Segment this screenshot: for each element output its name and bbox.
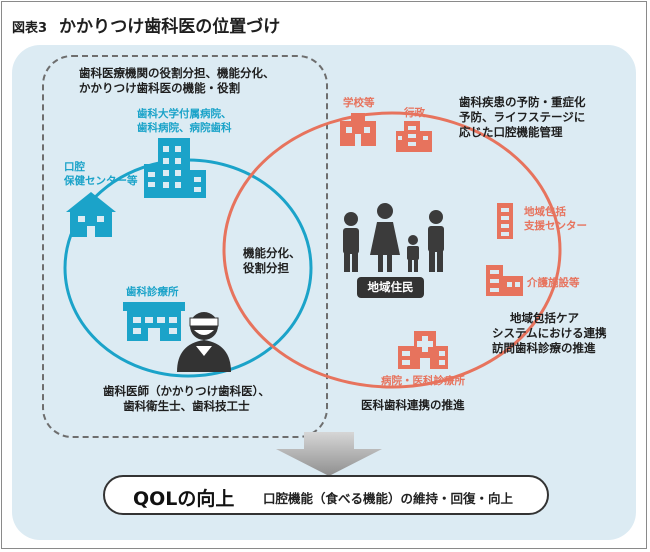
university-hospital-icon [144,138,206,198]
overlap-label-line2: 役割分担 [243,261,289,275]
university-hospital-label-line1: 歯科大学付属病院、 [137,108,232,120]
care-system-label-line2: システムにおける連携 [492,326,607,340]
overlap-label-line1: 機能分化、 [243,246,301,260]
residents-family-icon [343,203,444,272]
residents-label-box [357,277,424,298]
hospital-icon [398,331,448,369]
figure-label: 図表3 [12,21,48,36]
hospital-label: 病院・医科診療所 [381,375,465,387]
oral-health-center-label: 口腔 保健センター等 [64,160,138,188]
community-support-center-icon [497,203,513,239]
dental-staff-label-line1: 歯科医師（かかりつけ歯科医）、 [103,384,270,398]
dental-role-header: 歯科医療機関の役割分担、機能分化、 かかりつけ歯科医の機能・役割 [79,66,275,96]
qol-subtitle: 口腔機能（食べる機能）の維持・回復・向上 [263,491,514,506]
care-system-label: 地域包括ケア システムにおける連携 訪問歯科診療の推進 [492,311,607,356]
dental-staff-label-line2: 歯科衛生士、歯科技工士 [123,399,250,413]
care-facility-icon [486,265,523,296]
qol-title: QOLの向上 [133,488,235,510]
government-office-icon [396,121,432,152]
oral-health-center-icon [66,192,116,237]
prevention-label-line3: 応じた口腔機能管理 [459,125,563,139]
school-label: 学校等 [343,97,375,109]
dental-clinic-icon [123,302,185,341]
school-icon [340,113,376,146]
community-support-center-label-line2: 支援センター [524,220,587,232]
care-system-label-line1: 地域包括ケア [510,311,579,325]
care-system-label-line3: 訪問歯科診療の推進 [492,341,596,355]
down-arrow [276,432,382,476]
university-hospital-label-line2: 歯科病院、病院歯科 [137,122,232,134]
oral-health-center-label-line2: 保健センター等 [64,175,138,187]
care-facility-label: 介護施設等 [527,277,580,289]
community-circle [222,111,562,389]
government-label: 行政 [404,107,425,119]
prevention-label: 歯科疾患の予防・重症化 予防、ライフステージに 応じた口腔機能管理 [459,95,586,140]
dental-clinic-label: 歯科診療所 [126,286,179,298]
qol-outcome-box: QOLの向上 口腔機能（食べる機能）の維持・回復・向上 [103,475,549,515]
medical-dental-cooperation-label: 医科歯科連携の推進 [361,398,465,412]
overlap-label: 機能分化、 役割分担 [243,246,301,276]
figure-title: 図表3 かかりつけ歯科医の位置づけ [12,12,280,37]
dentist-icon [177,312,231,372]
dental-staff-label: 歯科医師（かかりつけ歯科医）、 歯科衛生士、歯科技工士 [103,384,270,414]
dental-role-header-line1: 歯科医療機関の役割分担、機能分化、 [79,66,275,80]
community-support-center-label: 地域包括 支援センター [524,205,587,233]
university-hospital-label: 歯科大学付属病院、 歯科病院、病院歯科 [137,107,232,135]
community-support-center-label-line1: 地域包括 [524,206,566,218]
residents-label: 地域住民 [367,280,414,294]
dental-institutions-group-border [42,55,328,438]
oral-health-center-label-line1: 口腔 [64,161,85,173]
prevention-label-line2: 予防、ライフステージに [459,110,586,124]
figure-title-text: かかりつけ歯科医の位置づけ [59,17,281,37]
prevention-label-line1: 歯科疾患の予防・重症化 [459,95,586,109]
dental-role-header-line2: かかりつけ歯科医の機能・役割 [79,81,241,95]
